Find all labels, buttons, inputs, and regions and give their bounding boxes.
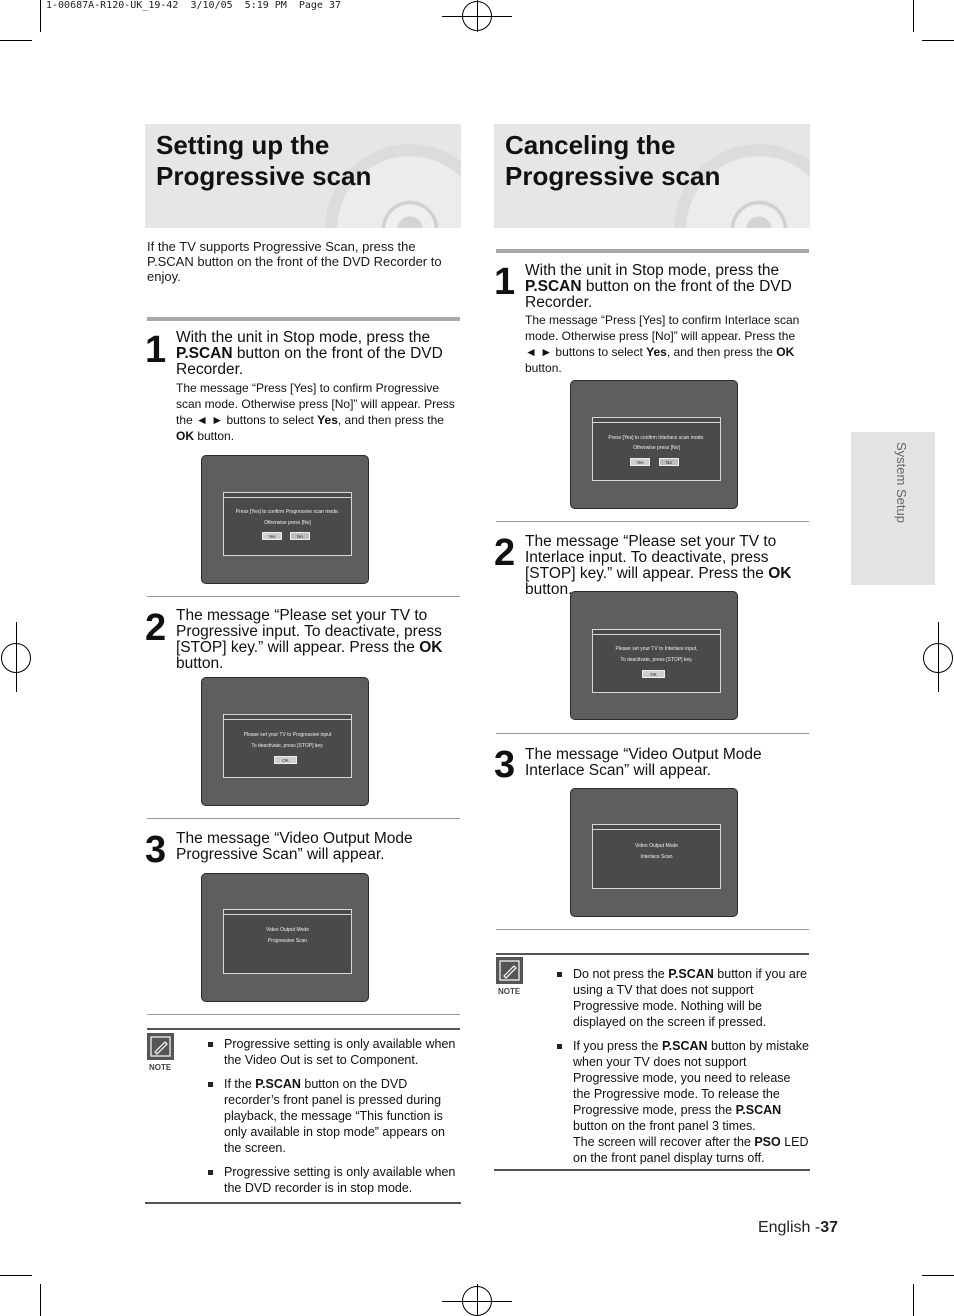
dialog-line-2: To deactivate, press [STOP] key.: [620, 657, 693, 663]
left-step-1-number: 1: [145, 329, 167, 371]
dialog-line-1: Video Output Mode: [635, 843, 678, 849]
right-note-list: Do not press the P.SCAN button if you ar…: [555, 966, 809, 1166]
right-step-3-number: 3: [494, 744, 516, 786]
dialog-line-2: Otherwise press [No]: [264, 520, 311, 526]
left-step-1-screen: Press [Yes] to confirm Progressive scan …: [201, 455, 369, 584]
confirm-dialog: Press [Yes] to confirm Progressive scan …: [223, 492, 352, 556]
mode-dialog: Video Output Mode Interlace Scan: [592, 824, 721, 889]
divider: [496, 733, 809, 734]
divider: [147, 596, 460, 597]
footer-prefix: English -: [757, 1219, 821, 1236]
right-title-box: Canceling the Progressive scan: [494, 124, 810, 228]
left-title-box: Setting up the Progressive scan: [145, 124, 461, 228]
left-intro: If the TV supports Progressive Scan, pre…: [147, 239, 442, 284]
no-button[interactable]: No: [659, 458, 679, 466]
confirm-dialog: Press [Yes] to confirm Interlace scan mo…: [592, 417, 721, 481]
left-section-rule: [147, 317, 460, 321]
note-label: NOTE: [498, 987, 521, 996]
left-step-3-text: The message “Video Output Mode Progressi…: [176, 830, 413, 863]
right-step-1-screen: Press [Yes] to confirm Interlace scan mo…: [570, 380, 738, 509]
note-pencil-icon: [147, 1033, 174, 1060]
note-bottom-rule: [145, 1202, 461, 1204]
left-page-title: Setting up the Progressive scan: [156, 130, 372, 191]
ok-button[interactable]: OK: [274, 756, 297, 764]
ok-button[interactable]: OK: [642, 670, 665, 678]
right-section-rule: [496, 249, 809, 253]
yes-button[interactable]: Yes: [262, 532, 282, 540]
list-item: Progressive setting is only available wh…: [206, 1164, 461, 1196]
page-number: 37: [820, 1219, 838, 1236]
dialog-line-1: Press [Yes] to confirm Progressive scan …: [235, 509, 340, 515]
dialog-line-1: Please set your TV to Interlace input,: [615, 646, 698, 652]
dialog-line-2: Otherwise press [No]: [633, 445, 680, 451]
divider: [147, 1014, 460, 1015]
right-step-3-text: The message “Video Output Mode Interlace…: [525, 746, 762, 779]
divider: [496, 521, 809, 522]
mode-dialog: Video Output Mode Progressive Scan: [223, 909, 352, 974]
divider: [496, 929, 809, 930]
list-item: If you press the P.SCAN button by mistak…: [555, 1038, 809, 1166]
dialog-line-1: Press [Yes] to confirm Interlace scan mo…: [608, 435, 705, 441]
info-dialog: Please set your TV to Interlace input, T…: [592, 629, 721, 693]
page-footer: English -37: [758, 1219, 838, 1237]
dialog-line-1: Video Output Mode: [266, 927, 309, 933]
right-step-2-text: The message “Please set your TV to Inter…: [525, 533, 792, 598]
note-pencil-icon: [496, 957, 523, 984]
side-tab-label: System Setup: [894, 442, 909, 523]
dialog-line-1: Please set your TV to Progressive input: [243, 732, 332, 738]
left-step-2-screen: Please set your TV to Progressive input …: [201, 677, 369, 806]
left-step-1-text: With the unit in Stop mode, press the P.…: [176, 329, 443, 378]
dialog-line-2: Interlace Scan: [640, 854, 673, 860]
divider: [147, 818, 460, 819]
right-page-title: Canceling the Progressive scan: [505, 130, 721, 191]
note-rule: [496, 953, 809, 955]
info-dialog: Please set your TV to Progressive input …: [223, 714, 352, 778]
left-step-2-text: The message “Please set your TV to Progr…: [176, 607, 443, 672]
no-button[interactable]: No: [290, 532, 310, 540]
list-item: If the P.SCAN button on the DVD recorder…: [206, 1076, 461, 1156]
note-bottom-rule: [494, 1169, 810, 1171]
left-step-3-number: 3: [145, 829, 167, 871]
section-side-tab: System Setup: [851, 432, 935, 585]
print-header: 1-00687A-R120-UK_19-42 3/10/05 5:19 PM P…: [46, 0, 342, 11]
left-step-2-number: 2: [145, 607, 167, 649]
yes-button[interactable]: Yes: [630, 458, 650, 466]
left-note-list: Progressive setting is only available wh…: [206, 1036, 461, 1204]
right-step-1-detail: The message “Press [Yes] to confirm Inte…: [525, 313, 800, 375]
left-step-1-detail: The message “Press [Yes] to confirm Prog…: [176, 381, 455, 443]
right-step-1-text: With the unit in Stop mode, press the P.…: [525, 262, 792, 311]
list-item: Progressive setting is only available wh…: [206, 1036, 461, 1068]
list-item: Do not press the P.SCAN button if you ar…: [555, 966, 809, 1030]
dialog-line-2: Progressive Scan: [267, 938, 308, 944]
dialog-line-2: To deactivate, press [STOP] key.: [251, 743, 324, 749]
left-step-3-screen: Video Output Mode Progressive Scan: [201, 873, 369, 1002]
right-step-1-number: 1: [494, 261, 516, 303]
note-rule: [147, 1028, 460, 1030]
right-step-3-screen: Video Output Mode Interlace Scan: [570, 788, 738, 917]
right-step-2-screen: Please set your TV to Interlace input, T…: [570, 591, 738, 720]
note-label: NOTE: [149, 1063, 172, 1072]
right-step-2-number: 2: [494, 532, 516, 574]
